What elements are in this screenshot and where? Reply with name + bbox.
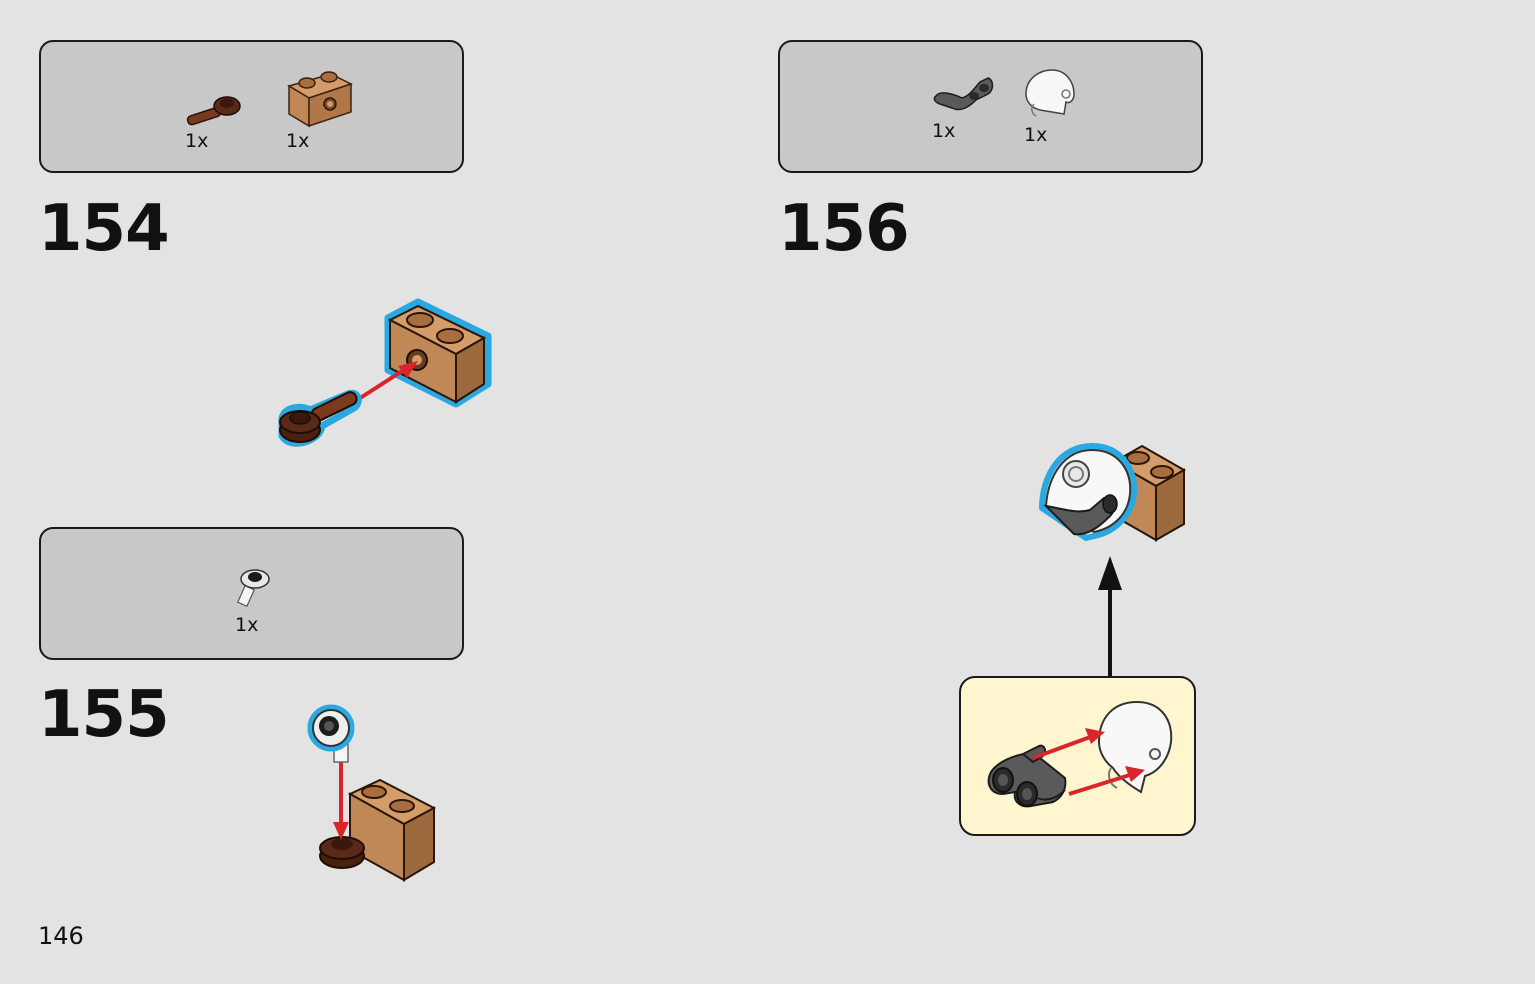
part-quantity: 1x	[286, 130, 310, 152]
step-number-154: 154	[38, 192, 170, 266]
step-number-155: 155	[38, 678, 170, 752]
step-156-assembly-illustration	[1039, 443, 1187, 542]
step-number-156: 156	[778, 192, 910, 266]
part-quantity: 1x	[932, 120, 956, 142]
part-quantity: 1x	[185, 130, 209, 152]
part-quantity: 1x	[1024, 124, 1048, 146]
dark-grey-goggles-icon	[933, 77, 994, 111]
sub-assembly-arrow	[1098, 556, 1122, 678]
parts-list-step-155: 1x	[39, 527, 464, 660]
tan-brick-1x2-with-hole-icon	[287, 71, 353, 128]
white-helmet-icon	[1025, 69, 1075, 117]
step-155-assembly-illustration	[307, 704, 437, 882]
part-quantity: 1x	[235, 614, 259, 636]
white-round-plate-with-pin-icon	[236, 569, 270, 608]
goggles-to-helmet-illustration	[987, 700, 1173, 808]
page-number: 146	[38, 922, 84, 950]
step-154-assembly-illustration	[278, 298, 492, 447]
parts-list-step-156: 1x 1x	[778, 40, 1203, 173]
sub-assembly-callout	[959, 676, 1196, 836]
parts-list-step-154: 1x 1x	[39, 40, 464, 173]
brown-round-plate-with-bar-icon	[186, 96, 241, 126]
